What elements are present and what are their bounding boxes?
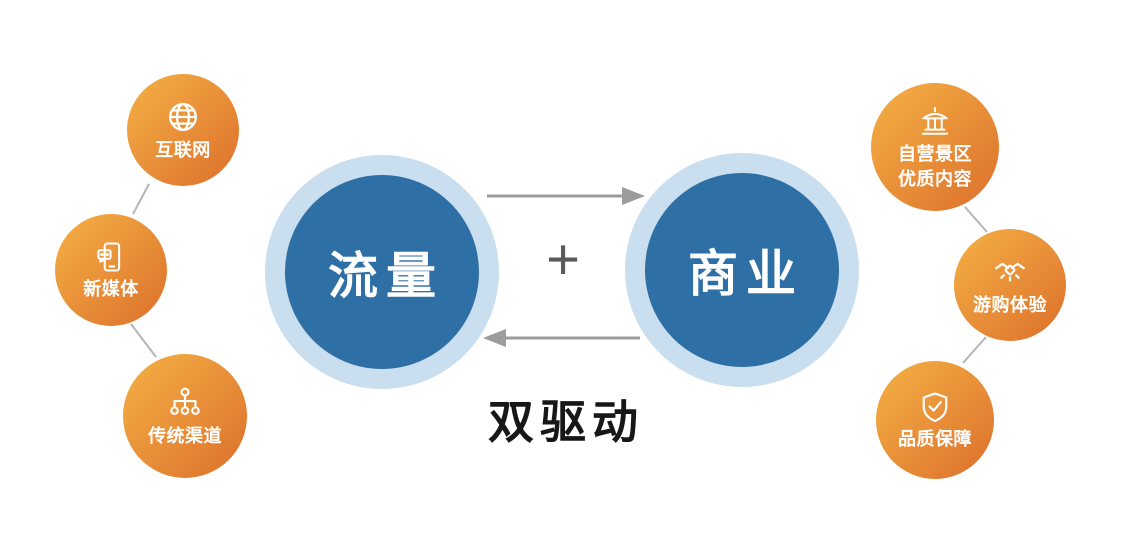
caption-dual-drive: 双驱动 bbox=[488, 396, 644, 448]
node-label: 互联网 bbox=[155, 140, 211, 161]
node-label-line2: 优质内容 bbox=[898, 169, 972, 189]
connector-line bbox=[130, 323, 157, 358]
node-label: 传统渠道 bbox=[148, 426, 222, 447]
shield-check-icon bbox=[917, 389, 953, 425]
node-traditional-channels: 传统渠道 bbox=[123, 354, 247, 478]
arrow-left-icon bbox=[483, 329, 640, 347]
connector-line bbox=[964, 206, 988, 233]
node-label-line1: 自营景区 bbox=[898, 143, 972, 164]
connector-line bbox=[132, 183, 150, 215]
traffic-circle: 流量 bbox=[265, 155, 499, 389]
globe-icon bbox=[164, 98, 202, 136]
phone-chat-icon bbox=[93, 239, 129, 275]
handshake-icon bbox=[991, 253, 1029, 291]
node-label: 品质保障 bbox=[898, 429, 972, 450]
node-label: 游购体验 bbox=[973, 295, 1047, 316]
arrow-right-icon bbox=[487, 187, 645, 205]
node-quality-guarantee: 品质保障 bbox=[876, 361, 994, 479]
traffic-label: 流量 bbox=[328, 248, 444, 304]
node-new-media: 新媒体 bbox=[55, 214, 167, 326]
node-scenic-content: 自营景区 优质内容 bbox=[871, 83, 999, 211]
network-icon bbox=[166, 384, 204, 422]
plus-sign: + bbox=[546, 227, 580, 292]
traffic-circle-core: 流量 bbox=[284, 174, 480, 370]
node-label: 新媒体 bbox=[83, 279, 139, 300]
connector-line bbox=[962, 336, 987, 364]
pavilion-icon bbox=[917, 104, 953, 140]
business-circle-core: 商业 bbox=[644, 172, 840, 368]
node-tour-shopping: 游购体验 bbox=[954, 229, 1066, 341]
business-label: 商业 bbox=[688, 246, 804, 302]
business-circle: 商业 bbox=[625, 153, 859, 387]
node-internet: 互联网 bbox=[127, 74, 239, 186]
